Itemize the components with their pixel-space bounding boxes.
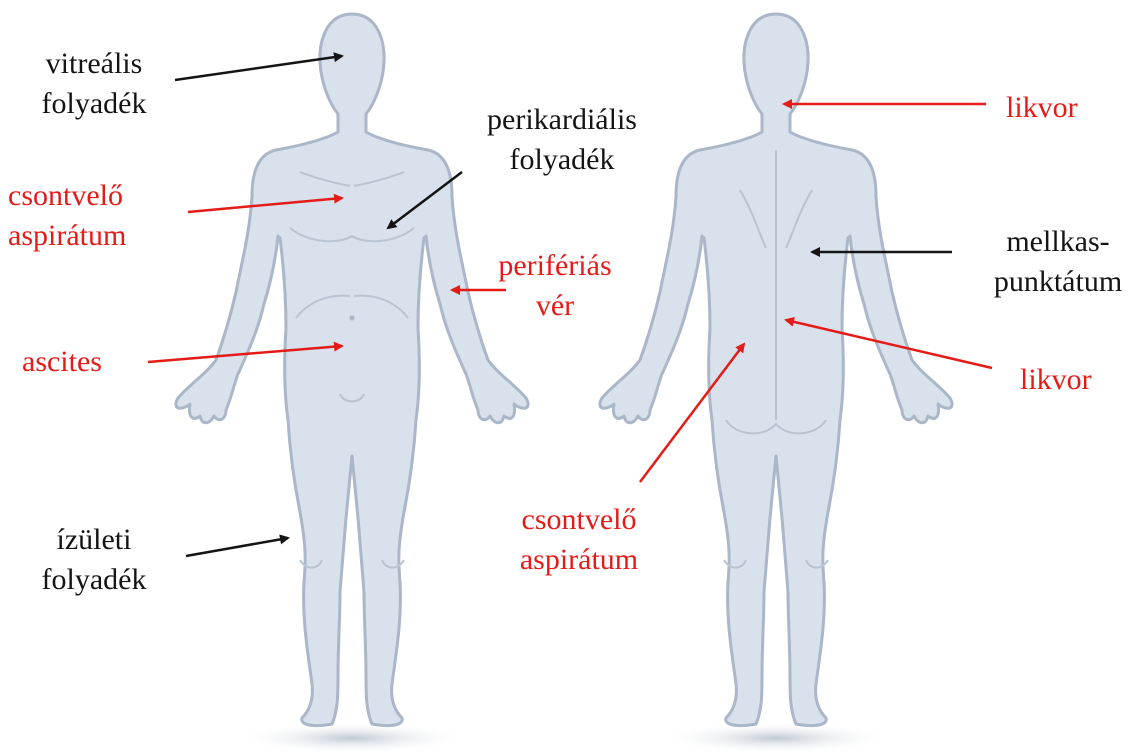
label-mellkas-line2: punktátum: [978, 262, 1138, 302]
front-ground-shadow: [237, 722, 467, 753]
label-vitrealis-folyadek: vitreális folyadék: [24, 44, 164, 124]
label-csontvelo-front-line1: csontvelő: [8, 176, 126, 216]
arrow-izuleti: [186, 538, 288, 556]
label-mellkas-punktatum: mellkas- punktátum: [978, 222, 1138, 302]
label-periferias-line2: vér: [490, 286, 620, 326]
label-izuleti-line1: ízületi: [24, 520, 164, 560]
label-ascites: ascites: [22, 342, 102, 382]
arrow-vitrealis: [175, 56, 342, 80]
label-perikardialis-line1: perikardiális: [464, 100, 660, 140]
label-csontvelo-front-line2: aspirátum: [8, 216, 126, 256]
label-izuleti-folyadek: ízületi folyadék: [24, 520, 164, 600]
label-periferias-ver: perifériás vér: [490, 246, 620, 326]
label-vitrealis-line2: folyadék: [24, 84, 164, 124]
label-likvor-top-line1: likvor: [1006, 88, 1078, 128]
label-izuleti-line2: folyadék: [24, 560, 164, 600]
label-csontvelo-aspiratum-front: csontvelő aspirátum: [8, 176, 126, 256]
label-periferias-line1: perifériás: [490, 246, 620, 286]
label-csontvelo-aspiratum-back: csontvelő aspirátum: [496, 500, 662, 580]
label-mellkas-line1: mellkas-: [978, 222, 1138, 262]
back-ground-shadow: [661, 722, 891, 753]
label-perikardialis-folyadek: perikardiális folyadék: [464, 100, 660, 180]
label-likvor-bottom: likvor: [1020, 360, 1092, 400]
label-likvor-bottom-line1: likvor: [1020, 360, 1092, 400]
label-csontvelo-back-line1: csontvelő: [496, 500, 662, 540]
label-vitrealis-line1: vitreális: [24, 44, 164, 84]
label-perikardialis-line2: folyadék: [464, 140, 660, 180]
label-csontvelo-back-line2: aspirátum: [496, 540, 662, 580]
label-likvor-top: likvor: [1006, 88, 1078, 128]
label-ascites-line1: ascites: [22, 342, 102, 382]
